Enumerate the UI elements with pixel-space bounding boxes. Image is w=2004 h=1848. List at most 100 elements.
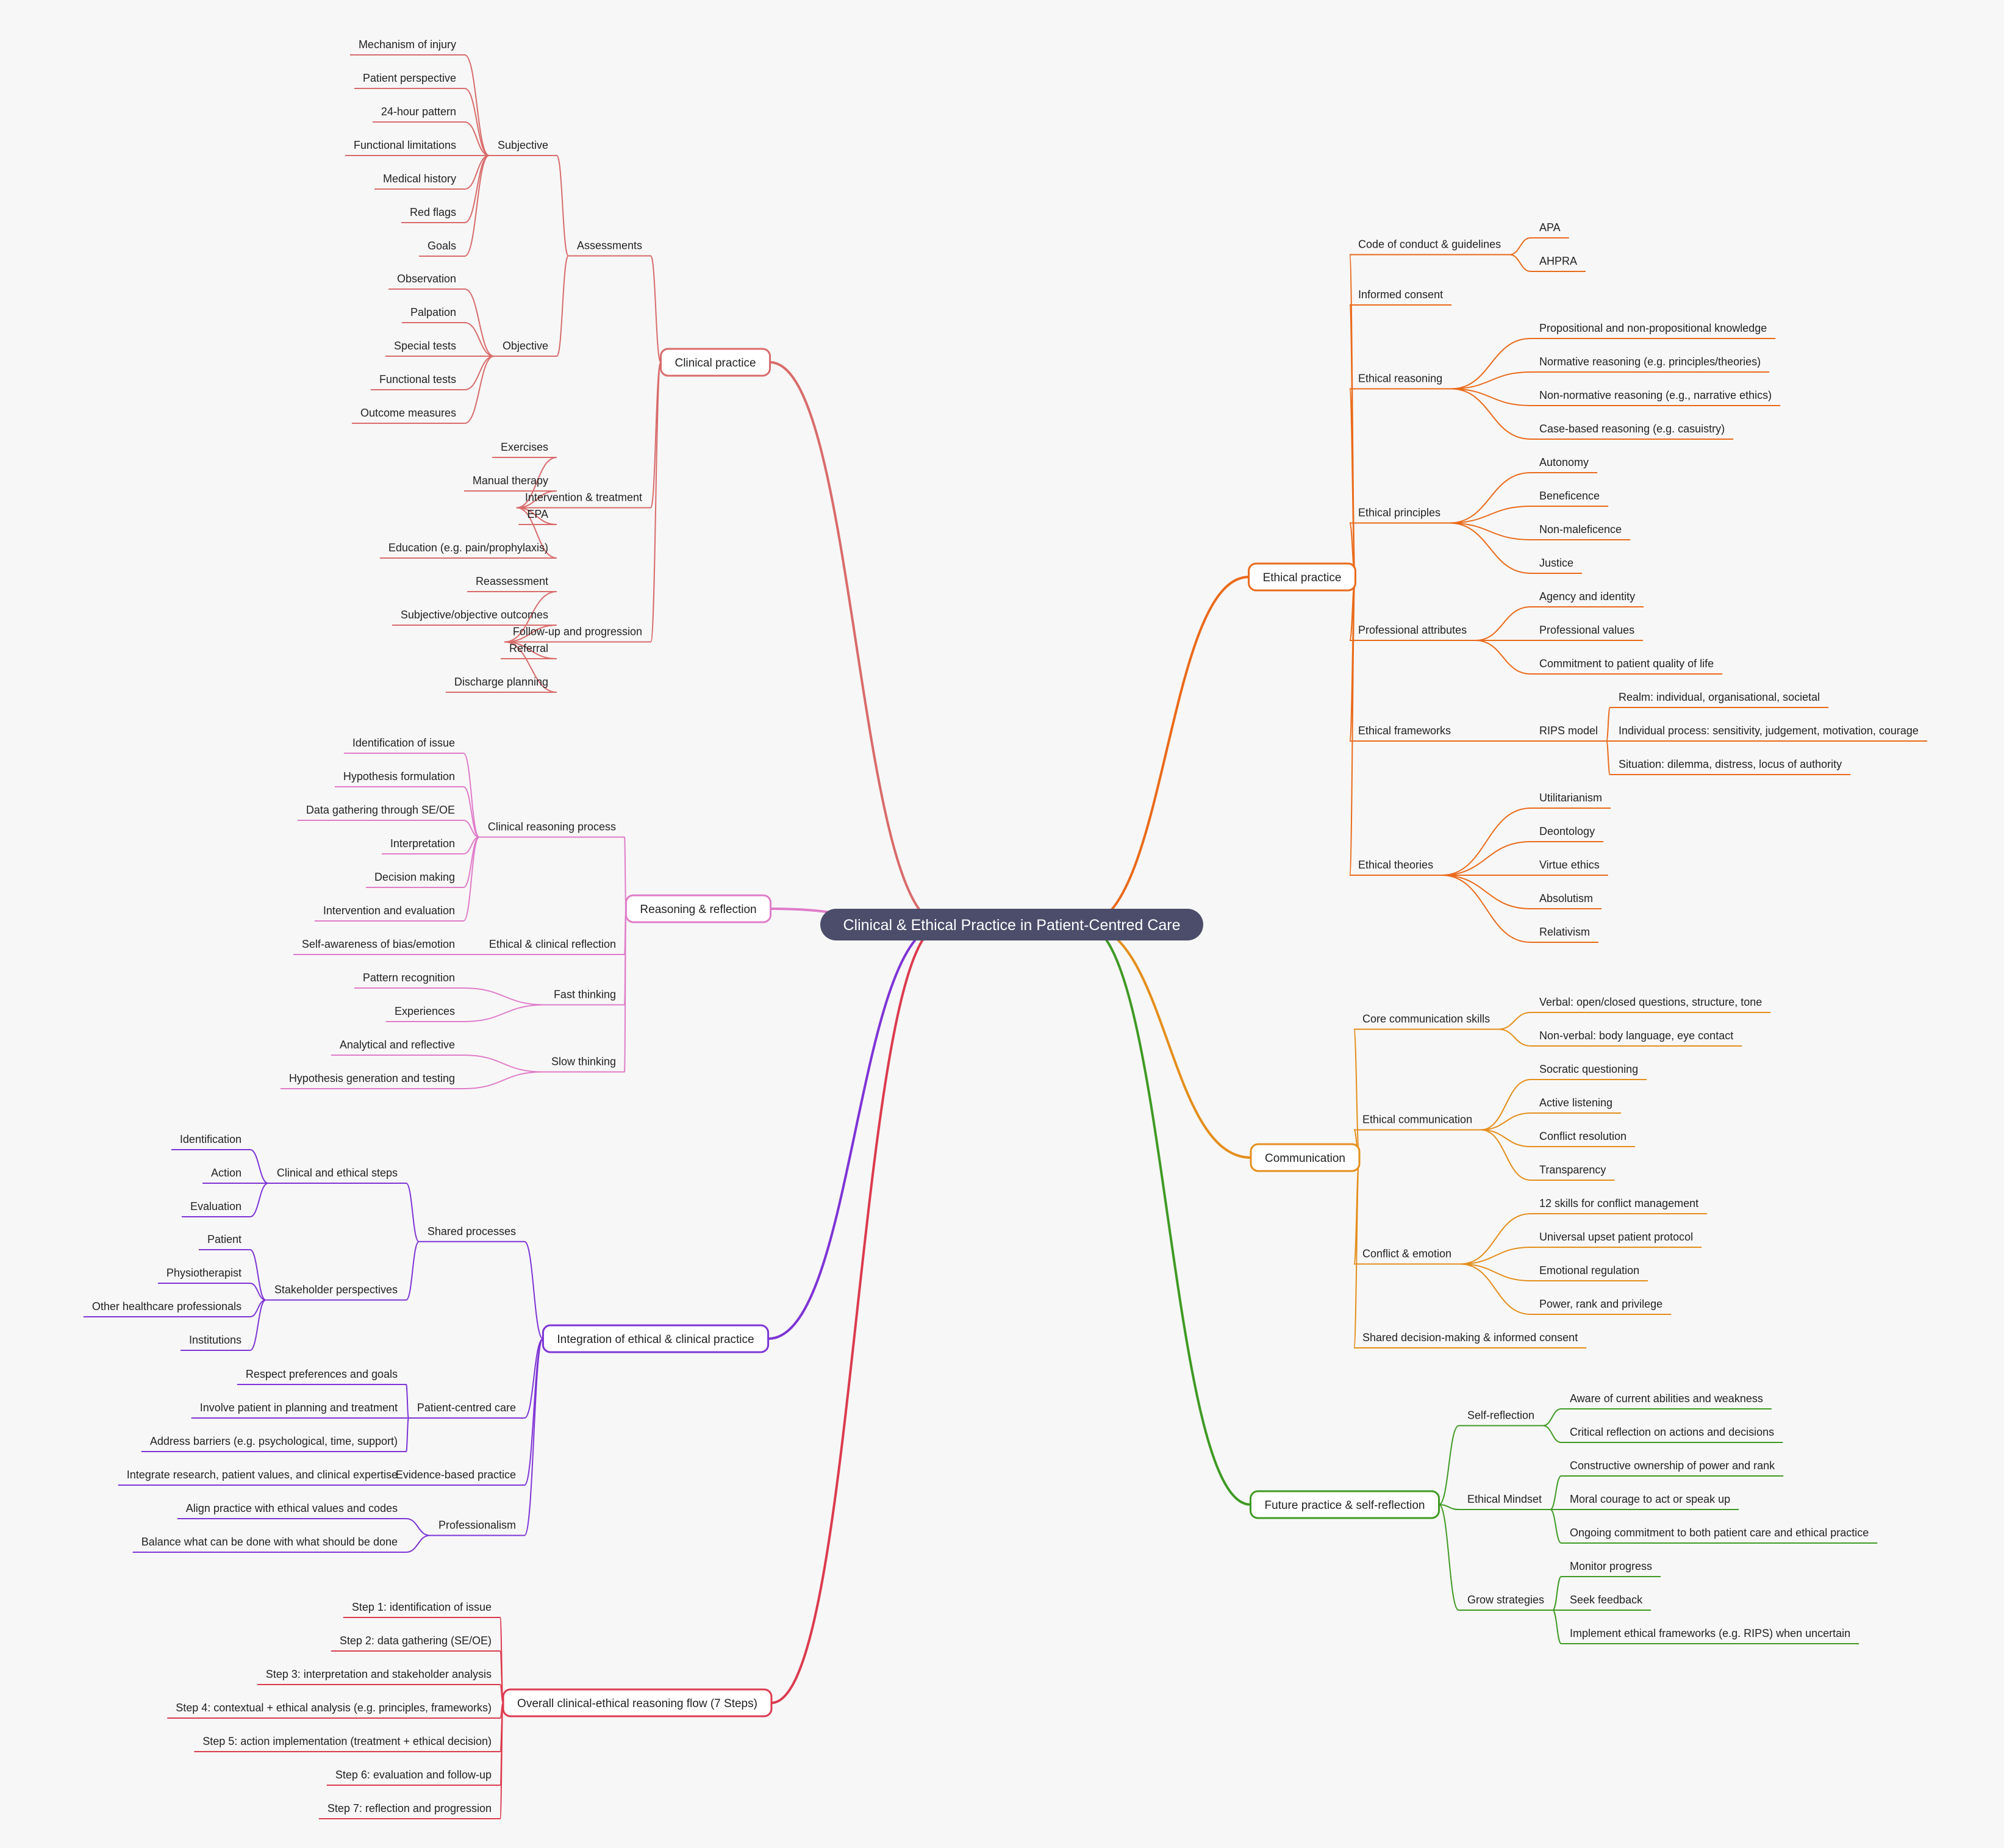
node-deontology: Deontology xyxy=(1539,825,1595,837)
node-step-6-evaluation-and-follow-up: Step 6: evaluation and follow-up xyxy=(335,1769,492,1781)
node-rips-model: RIPS model xyxy=(1539,725,1598,737)
connector xyxy=(1606,707,1611,742)
node-moral-courage-to-act-or-speak-up: Moral courage to act or speak up xyxy=(1570,1493,1730,1505)
branch-label-ethical-practice: Ethical practice xyxy=(1263,571,1342,584)
node-individual-process-sensitivity-judgement-motivat: Individual process: sensitivity, judgeme… xyxy=(1619,725,1919,737)
branch-box-reasoning-reflection[interactable] xyxy=(624,894,772,923)
connector xyxy=(464,155,490,190)
node-patient: Patient xyxy=(207,1233,242,1245)
connector xyxy=(1509,237,1531,256)
node-ethical-principles: Ethical principles xyxy=(1358,507,1440,519)
connector xyxy=(1449,506,1531,524)
connector xyxy=(464,356,495,424)
node-step-5-action-implementation-treatment-ethical-d: Step 5: action implementation (treatment… xyxy=(202,1735,492,1747)
branch-box-clinical-practice[interactable] xyxy=(659,348,771,377)
root-label: Clinical & Ethical Practice in Patient-C… xyxy=(843,917,1180,934)
connector xyxy=(524,1338,544,1486)
connector xyxy=(1460,1247,1531,1265)
node-address-barriers-e-g-psychological-time-support: Address barriers (e.g. psychological, ti… xyxy=(150,1435,398,1447)
node-autonomy: Autonomy xyxy=(1539,456,1589,468)
connector xyxy=(406,1417,409,1452)
branch-box-overall-clinical-ethical-reasoning-flow-7-steps[interactable] xyxy=(502,1688,773,1717)
node-ethical-reasoning: Ethical reasoning xyxy=(1358,373,1442,385)
connector xyxy=(504,591,557,643)
connector xyxy=(1481,1079,1531,1131)
node-ahpra: AHPRA xyxy=(1539,255,1577,267)
node-identification-of-issue: Identification of issue xyxy=(352,737,455,749)
branch-box-future-practice-self-reflection[interactable] xyxy=(1250,1490,1440,1519)
node-subjective-objective-outcomes: Subjective/objective outcomes xyxy=(401,609,548,621)
node-seek-feedback: Seek feedback xyxy=(1570,1594,1643,1606)
connector xyxy=(463,1055,543,1073)
connector-ethical xyxy=(1084,576,1249,926)
connector-clinical xyxy=(770,361,943,926)
connector xyxy=(1460,1213,1531,1265)
node-12-skills-for-conflict-management: 12 skills for conflict management xyxy=(1539,1197,1698,1209)
node-monitor-progress: Monitor progress xyxy=(1570,1560,1652,1572)
connector xyxy=(463,753,480,838)
node-objective: Objective xyxy=(503,340,548,352)
node-relativism: Relativism xyxy=(1539,926,1590,938)
node-professional-attributes: Professional attributes xyxy=(1358,624,1467,636)
node-fast-thinking: Fast thinking xyxy=(554,989,616,1001)
node-verbal-open-closed-questions-structure-tone: Verbal: open/closed questions, structure… xyxy=(1539,996,1762,1008)
connector xyxy=(249,1249,267,1301)
connector xyxy=(1542,1425,1562,1443)
node-interpretation: Interpretation xyxy=(390,837,455,850)
node-manual-therapy: Manual therapy xyxy=(473,475,548,487)
connector xyxy=(1451,338,1531,390)
node-stakeholder-perspectives: Stakeholder perspectives xyxy=(274,1284,398,1296)
connector xyxy=(464,155,490,257)
connector xyxy=(1442,808,1531,876)
connector xyxy=(463,1004,545,1022)
connector xyxy=(464,121,490,156)
connector xyxy=(650,362,662,509)
node-transparency: Transparency xyxy=(1539,1164,1606,1176)
node-shared-decision-making-informed-consent: Shared decision-making & informed consen… xyxy=(1362,1331,1578,1344)
connector xyxy=(249,1283,267,1301)
connector xyxy=(1552,1610,1562,1644)
node-subjective: Subjective xyxy=(498,139,548,151)
node-patient-perspective: Patient perspective xyxy=(363,72,456,84)
connector xyxy=(1349,304,1356,578)
node-intervention-and-evaluation: Intervention and evaluation xyxy=(323,904,455,917)
node-absolutism: Absolutism xyxy=(1539,892,1593,904)
node-clinical-and-ethical-steps: Clinical and ethical steps xyxy=(277,1167,398,1179)
connector xyxy=(249,1149,269,1184)
branch-label-reasoning-reflection: Reasoning & reflection xyxy=(640,903,756,916)
node-outcome-measures: Outcome measures xyxy=(360,407,456,419)
connector-communication xyxy=(1084,923,1251,1159)
node-propositional-and-non-propositional-knowledge: Propositional and non-propositional know… xyxy=(1539,322,1767,334)
connector xyxy=(1442,875,1531,909)
connector xyxy=(1349,576,1356,876)
connector xyxy=(1442,841,1531,876)
node-step-2-data-gathering-se-oe: Step 2: data gathering (SE/OE) xyxy=(340,1635,492,1647)
connector xyxy=(650,362,662,643)
node-ethical-frameworks: Ethical frameworks xyxy=(1358,725,1451,737)
connector xyxy=(463,786,480,838)
branch-box-communication[interactable] xyxy=(1250,1143,1361,1172)
branch-box-integration-of-ethical-clinical-practice[interactable] xyxy=(542,1324,770,1353)
connector xyxy=(504,641,557,693)
node-case-based-reasoning-e-g-casuistry: Case-based reasoning (e.g. casuistry) xyxy=(1539,423,1725,435)
node-constructive-ownership-of-power-and-rank: Constructive ownership of power and rank xyxy=(1570,1459,1775,1472)
node-emotional-regulation: Emotional regulation xyxy=(1539,1264,1639,1277)
connector-future xyxy=(1084,923,1251,1506)
node-experiences: Experiences xyxy=(395,1005,455,1017)
connector xyxy=(464,88,490,156)
node-hypothesis-generation-and-testing: Hypothesis generation and testing xyxy=(289,1072,455,1084)
node-balance-what-can-be-done-with-what-should-be-don: Balance what can be done with what shoul… xyxy=(141,1536,398,1548)
node-other-healthcare-professionals: Other healthcare professionals xyxy=(92,1300,242,1313)
node-professionalism: Professionalism xyxy=(438,1519,516,1531)
node-institutions: Institutions xyxy=(189,1334,242,1346)
root-node[interactable] xyxy=(820,909,1203,940)
branch-label-future-practice-self-reflection: Future practice & self-reflection xyxy=(1265,1499,1425,1512)
node-identification: Identification xyxy=(180,1133,242,1145)
connector xyxy=(1550,1475,1562,1510)
connector xyxy=(1475,640,1531,675)
connector xyxy=(1449,522,1531,574)
node-ethical-mindset: Ethical Mindset xyxy=(1467,1493,1542,1505)
branch-box-ethical-practice[interactable] xyxy=(1248,562,1356,592)
node-special-tests: Special tests xyxy=(394,340,456,352)
